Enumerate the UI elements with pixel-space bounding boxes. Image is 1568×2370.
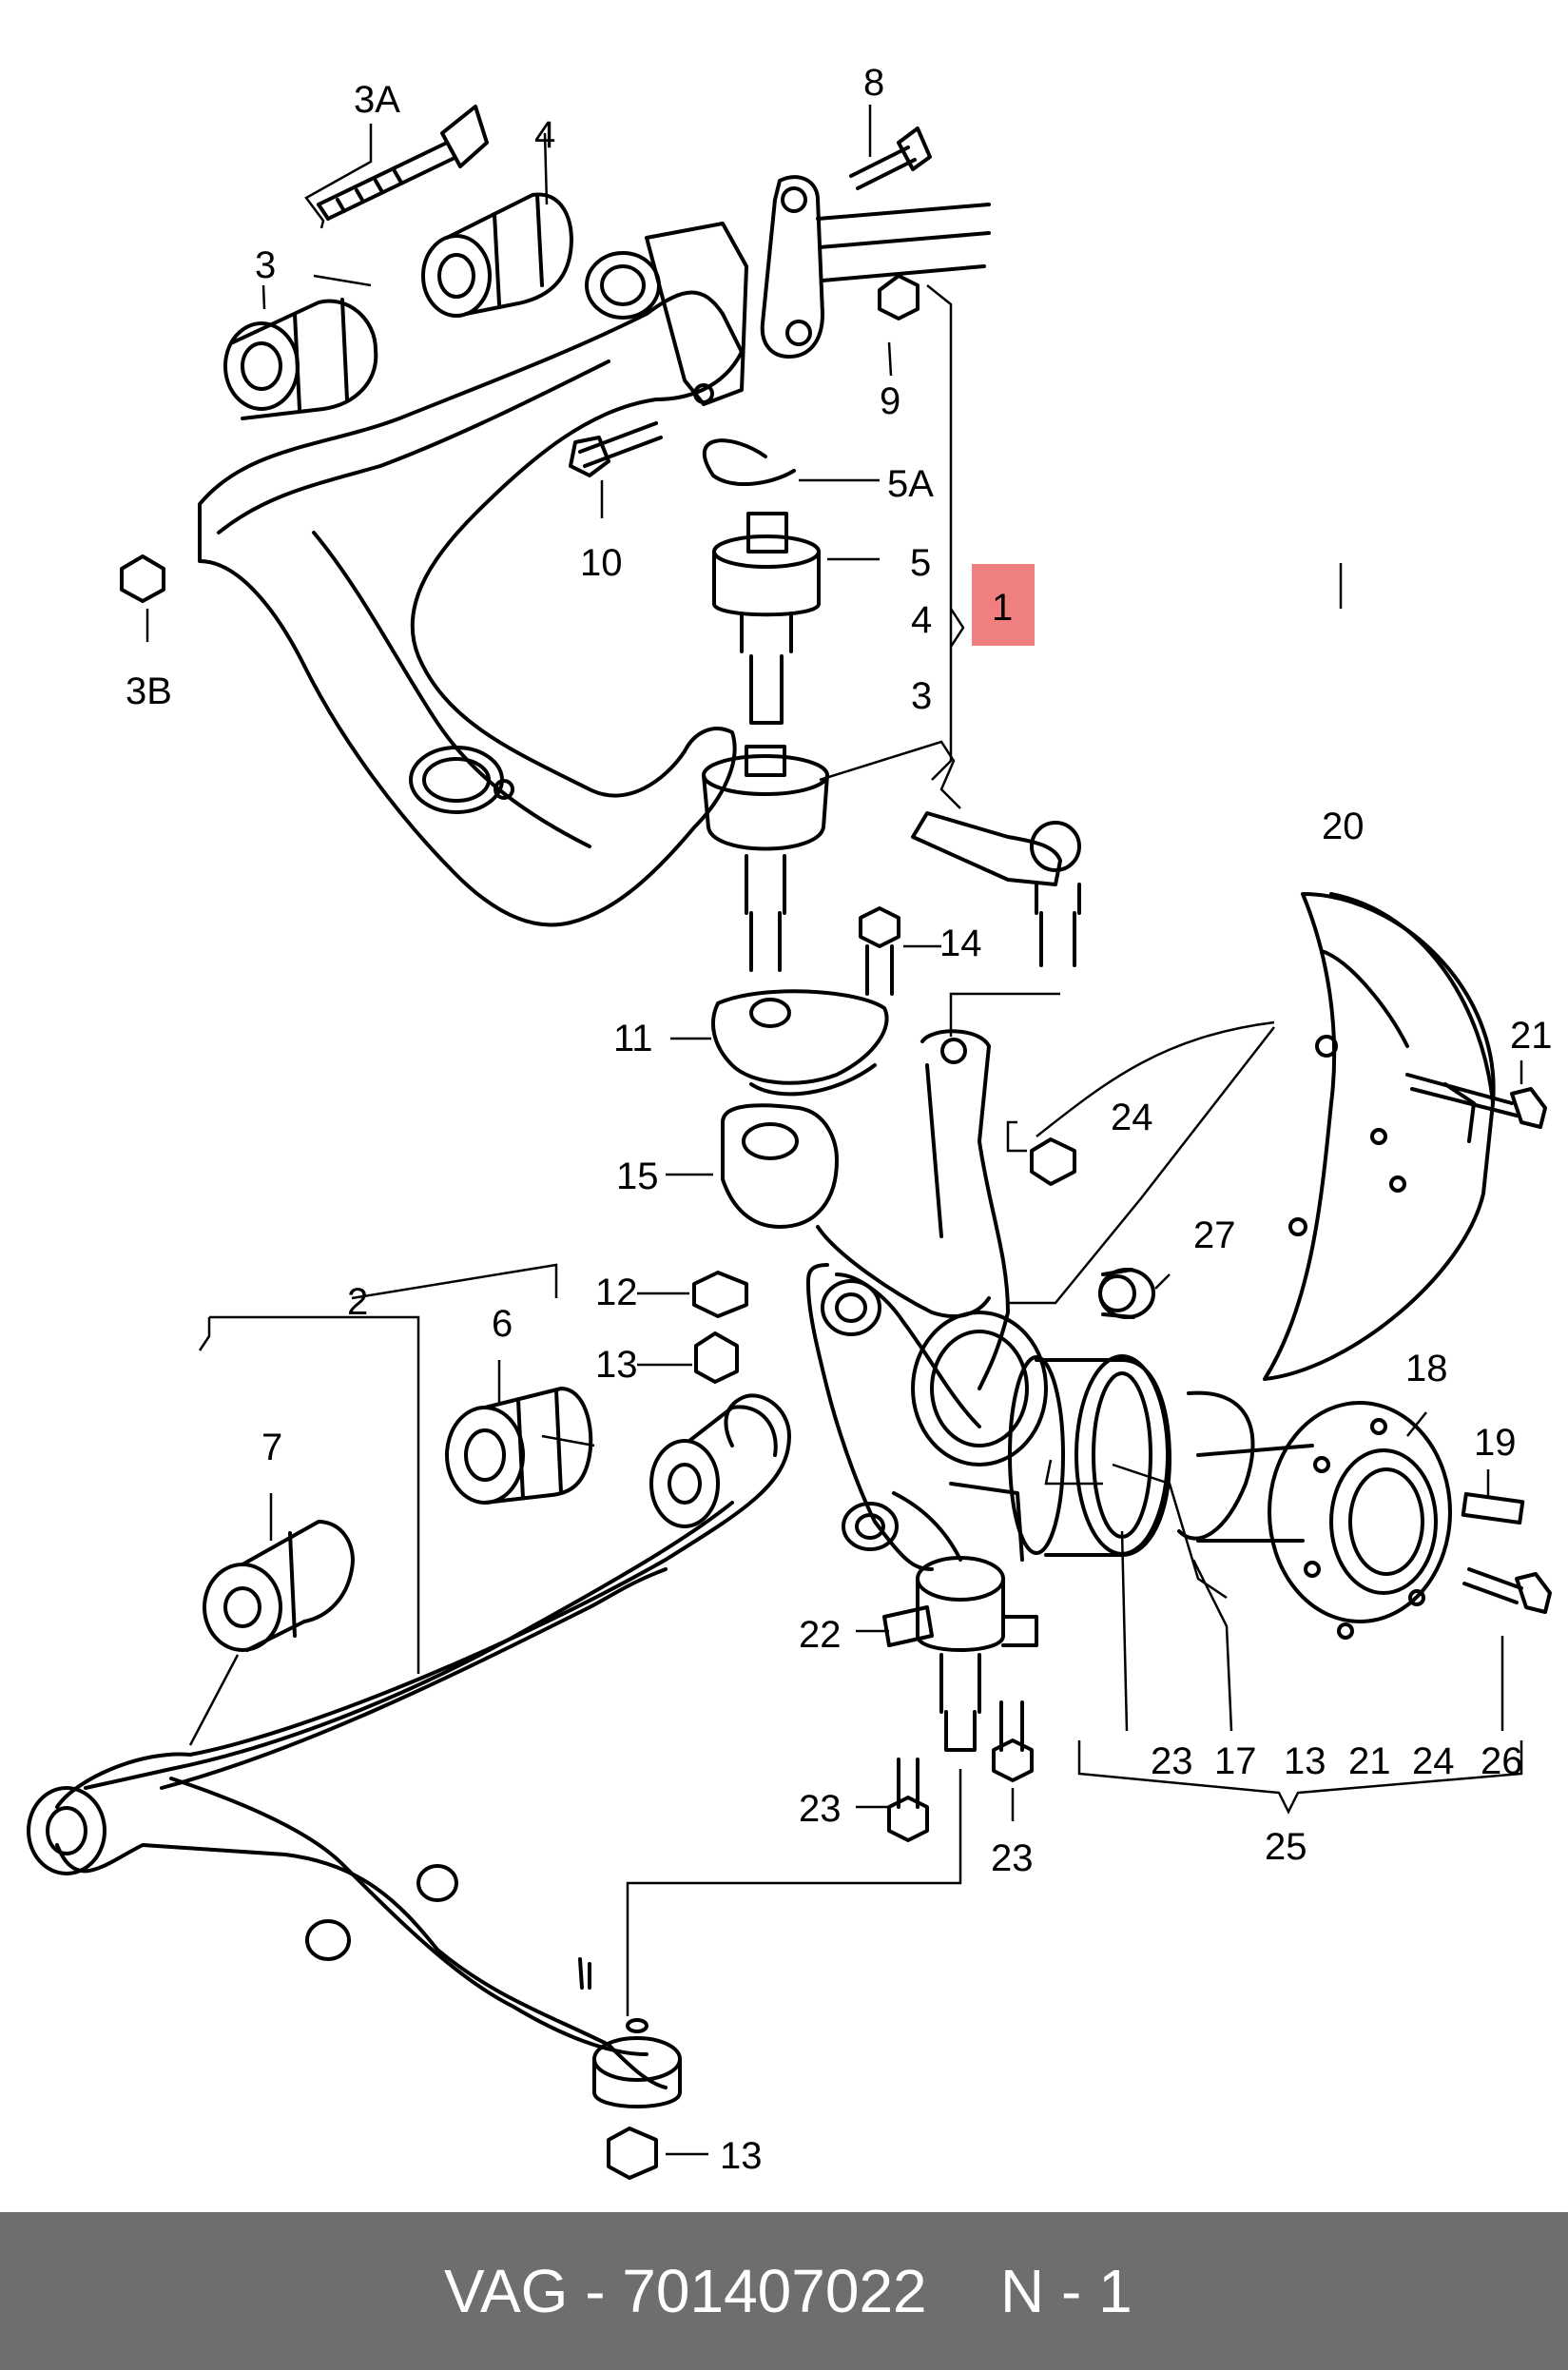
callout-18: 18 bbox=[1405, 1348, 1448, 1389]
callout-23-a: 23 bbox=[1151, 1740, 1193, 1782]
steering-knuckle-15 bbox=[721, 1029, 1048, 1571]
callout-4-top: 4 bbox=[534, 114, 555, 156]
leader-lines bbox=[145, 105, 1523, 2156]
circlip-5a bbox=[702, 438, 796, 487]
callout-19: 19 bbox=[1474, 1422, 1517, 1464]
nut-9 bbox=[878, 274, 920, 321]
callout-12: 12 bbox=[595, 1272, 638, 1313]
tie-rod-end bbox=[911, 811, 1081, 967]
bushing-4 bbox=[421, 192, 573, 318]
callout-23-right: 23 bbox=[991, 1837, 1034, 1879]
bushing-3 bbox=[223, 298, 378, 420]
bolt-8 bbox=[849, 126, 932, 190]
bolt-21 bbox=[1405, 1073, 1547, 1129]
bolt-26 bbox=[1462, 1567, 1552, 1614]
callout-21: 21 bbox=[1510, 1015, 1553, 1057]
callout-3-group: 3 bbox=[911, 675, 932, 717]
callout-13-mid: 13 bbox=[595, 1344, 638, 1386]
callout-13-bottom: 13 bbox=[720, 2135, 763, 2177]
ball-joint-5 bbox=[712, 512, 821, 725]
callout-24: 24 bbox=[1111, 1097, 1153, 1138]
callout-20: 20 bbox=[1322, 806, 1365, 847]
callout-23-left: 23 bbox=[799, 1788, 842, 1830]
bolt-14 bbox=[859, 906, 900, 996]
callout-2: 2 bbox=[347, 1281, 368, 1323]
callout-15: 15 bbox=[616, 1156, 659, 1197]
ring-27 bbox=[1098, 1268, 1155, 1319]
part-number: VAG - 701407022 bbox=[444, 2257, 927, 2325]
callout-1-highlight bbox=[972, 564, 1035, 646]
callout-17: 17 bbox=[1214, 1740, 1257, 1782]
lower-wishbone bbox=[27, 1393, 791, 2108]
bracket-link bbox=[760, 175, 991, 359]
callout-1: 1 bbox=[992, 587, 1013, 629]
splash-shield-20 bbox=[1263, 892, 1496, 1381]
nut-13-mid bbox=[694, 1331, 739, 1384]
bolt-23-b bbox=[992, 1700, 1034, 1782]
callout-27: 27 bbox=[1193, 1214, 1236, 1256]
nut-12 bbox=[692, 1271, 748, 1318]
quantity-label: N - 1 bbox=[1000, 2257, 1132, 2325]
callout-25: 25 bbox=[1265, 1826, 1307, 1868]
ball-joint-22 bbox=[882, 1556, 1038, 1752]
upper-wishbone bbox=[198, 222, 748, 927]
callout-21-b: 21 bbox=[1348, 1740, 1391, 1782]
nut-3b bbox=[120, 554, 165, 603]
callout-11: 11 bbox=[613, 1018, 653, 1059]
bushing-6 bbox=[445, 1387, 593, 1505]
callout-26: 26 bbox=[1481, 1740, 1523, 1782]
callout-3b: 3B bbox=[126, 670, 172, 712]
callout-14: 14 bbox=[939, 923, 982, 964]
callout-10: 10 bbox=[580, 542, 623, 584]
callout-3-left: 3 bbox=[255, 244, 276, 286]
bolt-3a bbox=[317, 105, 489, 221]
wheel-bearing bbox=[1008, 1354, 1171, 1557]
callout-3a: 3A bbox=[354, 79, 400, 121]
nut-24 bbox=[1030, 1137, 1076, 1186]
callout-7: 7 bbox=[261, 1427, 282, 1468]
arm-bushing-end bbox=[649, 1405, 778, 1528]
footer-bar: VAG - 701407022 N - 1 bbox=[0, 2212, 1568, 2370]
wheel-hub-18 bbox=[1196, 1401, 1452, 1640]
ball-joint-3 bbox=[702, 745, 829, 972]
callout-labels: 3A 4 8 3 9 5A 5 4 1 3 10 3B 20 14 21 11 … bbox=[126, 62, 1553, 2177]
bolt-10 bbox=[569, 421, 663, 477]
circlip-17 bbox=[1177, 1390, 1255, 1541]
nut-13-bottom bbox=[607, 2127, 658, 2180]
callout-9: 9 bbox=[880, 380, 900, 422]
callout-4-group: 4 bbox=[911, 599, 932, 641]
bolt-23-a bbox=[887, 1758, 929, 1842]
callout-22: 22 bbox=[799, 1614, 842, 1656]
callout-6: 6 bbox=[492, 1303, 513, 1345]
callout-13-b: 13 bbox=[1284, 1740, 1326, 1782]
stud-19 bbox=[1461, 1491, 1525, 1525]
bushing-7 bbox=[203, 1520, 355, 1652]
callout-5a: 5A bbox=[887, 463, 934, 505]
exploded-parts-diagram: 3A 4 8 3 9 5A 5 4 1 3 10 3B 20 14 21 11 … bbox=[27, 62, 1553, 2180]
plate-11 bbox=[711, 989, 889, 1097]
callout-5: 5 bbox=[910, 542, 931, 584]
callout-24-b: 24 bbox=[1412, 1740, 1455, 1782]
callout-8: 8 bbox=[863, 62, 884, 104]
